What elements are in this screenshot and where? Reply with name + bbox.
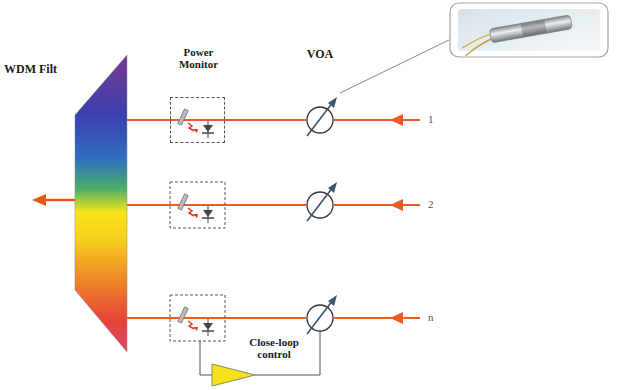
callout-bubble [450, 3, 608, 57]
output-line [44, 199, 75, 202]
product-photo [458, 9, 600, 51]
optical-fiber [225, 119, 306, 121]
wdm-filter [75, 55, 127, 352]
amplifier-triangle: Close-loop control [212, 364, 255, 386]
channel-number: 2 [428, 198, 434, 210]
photodiode-symbol [178, 194, 214, 223]
photodiode-symbol [178, 307, 214, 336]
voa-symbol: VOA [306, 106, 334, 134]
voa-symbol-outline [306, 106, 334, 134]
photodiode-symbol [178, 109, 214, 138]
voa-arrow [307, 97, 337, 136]
voa-arrow [307, 182, 337, 221]
node-heading: Close-loop control [238, 336, 310, 361]
node-heading: Power Monitor [166, 46, 231, 71]
power-monitor-box: Power Monitor [170, 97, 225, 143]
control-wire [200, 341, 212, 375]
channel-lines [127, 120, 420, 318]
amplifier-triangle-outline [212, 364, 255, 386]
channel-number: 1 [428, 113, 434, 125]
node-heading: VOA [290, 48, 350, 62]
component-label: WDM Filt [4, 62, 57, 77]
callout-leader [340, 40, 449, 93]
voa-arrow [307, 295, 337, 334]
power-monitor-box [170, 295, 225, 341]
input-arrowheads [390, 114, 403, 324]
voa-device-photo [460, 15, 574, 56]
channel-number: n [428, 311, 434, 323]
output-arrowhead [32, 194, 46, 206]
power-monitor-box [170, 182, 225, 228]
